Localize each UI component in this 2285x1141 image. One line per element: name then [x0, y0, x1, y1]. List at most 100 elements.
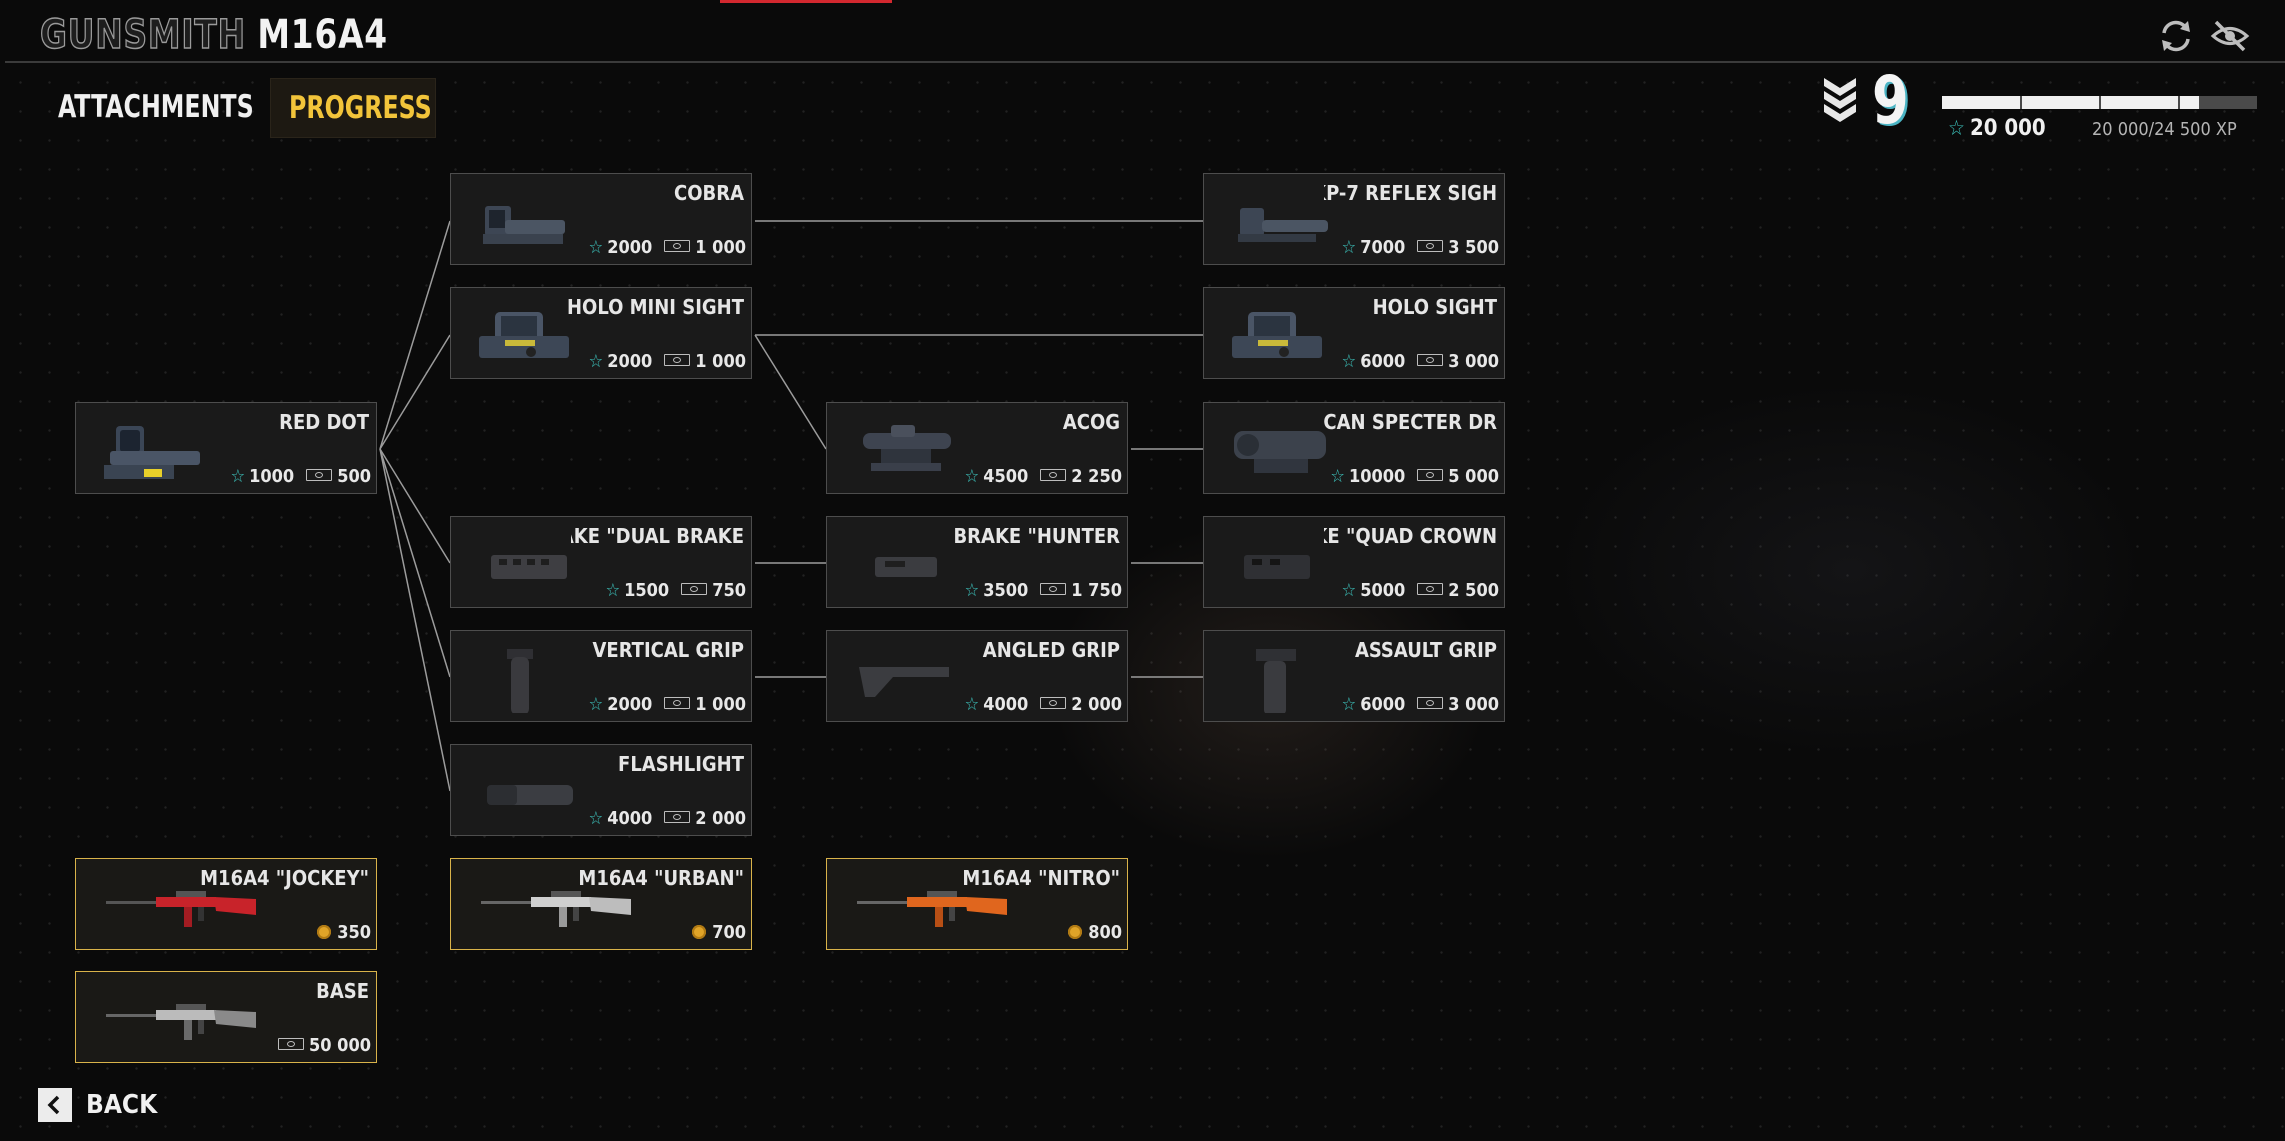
cobra-image — [483, 206, 565, 244]
quad-crown-image — [1244, 555, 1310, 579]
star-icon: ☆ — [588, 694, 604, 715]
dual-brake-image — [491, 555, 567, 579]
star-icon: ☆ — [964, 694, 980, 715]
hunter-brake-image — [875, 557, 937, 577]
money-icon — [306, 469, 333, 481]
star-icon: ☆ — [1341, 351, 1357, 372]
star-icon: ☆ — [1341, 694, 1357, 715]
money-icon — [1417, 469, 1444, 481]
skin-card-urban[interactable]: M16A4 "URBAN" 700 — [450, 858, 752, 950]
money-icon — [1040, 697, 1067, 709]
rank-icon — [1820, 72, 1860, 128]
star-icon: ☆ — [1948, 116, 1965, 140]
star-icon: ☆ — [1341, 580, 1357, 601]
star-icon: ☆ — [964, 580, 980, 601]
angled-grip-image — [859, 667, 949, 697]
assault-grip-image — [1256, 649, 1296, 713]
urban-rifle-image — [481, 891, 631, 927]
refresh-icon[interactable] — [2156, 16, 2196, 56]
skin-card-nitro[interactable]: M16A4 "NITRO" 800 — [826, 858, 1128, 950]
money-icon — [278, 1038, 305, 1050]
red-dot-image — [104, 426, 200, 479]
item-cost: 800 — [1068, 922, 1122, 943]
base-rifle-image — [106, 1004, 256, 1040]
star-icon: ☆ — [964, 466, 980, 487]
hide-icon[interactable] — [2210, 16, 2250, 56]
star-icon: ☆ — [588, 351, 604, 372]
level-number: 9 — [1872, 62, 1909, 139]
title-weapon: M16A4 — [257, 12, 388, 58]
skin-card-jockey[interactable]: M16A4 "JOCKEY" 350 — [75, 858, 377, 950]
elcan-image — [1234, 431, 1326, 473]
okp7-image — [1238, 208, 1328, 242]
item-cost: 700 — [692, 922, 746, 943]
money-icon — [1040, 583, 1067, 595]
acog-image — [863, 425, 951, 471]
holo-sight-image — [1232, 312, 1322, 358]
header-divider — [5, 61, 2285, 63]
money-icon — [1040, 469, 1067, 481]
vertical-grip-image — [507, 649, 533, 713]
money-icon — [1417, 354, 1444, 366]
tab-progress[interactable]: PROGRESS — [270, 78, 436, 138]
top-red-indicator — [720, 0, 892, 3]
xp-total: 20 000/24 500 XP — [2092, 119, 2237, 140]
coin-icon — [1068, 925, 1083, 939]
skin-card-base[interactable]: BASE 50 000 — [75, 971, 377, 1063]
star-icon: ☆ — [605, 580, 621, 601]
money-icon — [1417, 697, 1444, 709]
flashlight-image — [487, 785, 573, 805]
holo-mini-sight-image — [479, 312, 569, 358]
xp-progress-bar — [1942, 96, 2257, 109]
nitro-rifle-image — [857, 891, 1007, 927]
money-icon — [664, 354, 691, 366]
xp-current: ☆20 000 — [1948, 116, 2046, 141]
money-icon — [664, 240, 691, 252]
star-icon: ☆ — [230, 466, 246, 487]
money-icon — [1417, 583, 1444, 595]
jockey-rifle-image — [106, 891, 256, 927]
money-icon — [681, 583, 708, 595]
title-prefix: GUNSMITH — [39, 11, 246, 59]
star-icon: ☆ — [1341, 237, 1357, 258]
money-icon — [664, 811, 691, 823]
xp-progress-fill — [1942, 96, 2200, 109]
chevron-left-icon — [38, 1088, 72, 1122]
money-icon — [664, 697, 691, 709]
coin-icon — [692, 925, 707, 939]
star-icon: ☆ — [588, 808, 604, 829]
money-icon — [1417, 240, 1444, 252]
item-cost: 50 000 — [278, 1035, 371, 1056]
tab-attachments[interactable]: ATTACHMENTS — [58, 89, 254, 125]
coin-icon — [317, 925, 332, 939]
